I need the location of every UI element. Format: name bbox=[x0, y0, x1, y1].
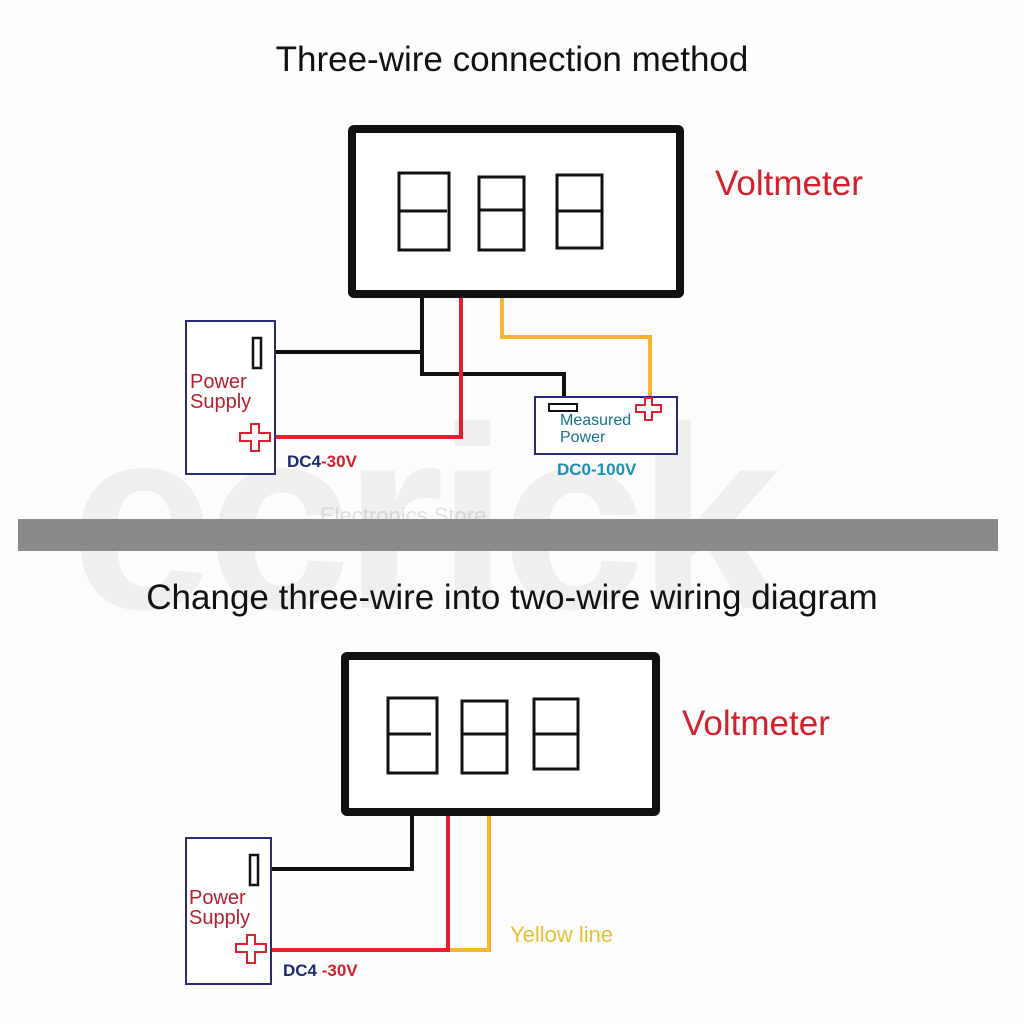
top-measured-minus-icon bbox=[548, 403, 578, 412]
top-measured-plus-icon bbox=[635, 397, 662, 421]
bottom-digit-3 bbox=[532, 697, 580, 771]
top-voltmeter-label: Voltmeter bbox=[715, 164, 863, 203]
bottom-red-wire bbox=[270, 816, 450, 952]
top-digit-1 bbox=[397, 171, 451, 252]
top-supply-range: DC4-30V bbox=[287, 452, 357, 472]
top-measured-line1: Measured bbox=[560, 412, 632, 429]
bottom-black-wire bbox=[270, 816, 414, 871]
top-digit-3 bbox=[555, 173, 604, 250]
top-supply-range-suffix: -30V bbox=[321, 452, 357, 471]
bottom-power-supply-label: Power Supply bbox=[189, 888, 250, 928]
bottom-voltmeter-label: Voltmeter bbox=[682, 704, 830, 743]
top-red-wire bbox=[274, 298, 463, 439]
section-divider bbox=[18, 519, 998, 551]
top-supply-range-prefix: DC4 bbox=[287, 452, 322, 471]
top-power-supply-label: Power Supply bbox=[190, 372, 251, 412]
top-power-supply-line1: Power bbox=[190, 371, 247, 393]
bottom-supply-plus-icon bbox=[235, 934, 267, 964]
bottom-digit-2 bbox=[460, 699, 509, 775]
bottom-supply-range-prefix: DC4 bbox=[283, 961, 318, 980]
bottom-digit-1 bbox=[386, 696, 439, 775]
top-digit-2 bbox=[477, 175, 526, 252]
bottom-supply-range-suffix: -30V bbox=[317, 961, 358, 980]
top-measured-label: Measured Power bbox=[560, 412, 631, 446]
top-black-wire-supply bbox=[274, 298, 424, 354]
bottom-power-supply-line1: Power bbox=[189, 887, 246, 909]
bottom-power-supply-line2: Supply bbox=[189, 907, 251, 929]
top-black-wire-measured bbox=[420, 352, 566, 397]
top-supply-minus-icon bbox=[251, 336, 263, 370]
bottom-supply-range: DC4 -30V bbox=[283, 961, 358, 981]
bottom-supply-minus-icon bbox=[248, 853, 260, 887]
bottom-title: Change three-wire into two-wire wiring d… bbox=[146, 578, 878, 617]
top-measured-line2: Power bbox=[560, 429, 606, 446]
top-power-supply-line2: Supply bbox=[190, 391, 252, 413]
top-measured-range: DC0-100V bbox=[557, 460, 637, 479]
top-title: Three-wire connection method bbox=[275, 40, 749, 79]
top-yellow-wire bbox=[500, 298, 652, 400]
yellow-line-note: Yellow line bbox=[510, 922, 614, 947]
top-supply-plus-icon bbox=[239, 423, 271, 452]
bottom-yellow-wire bbox=[448, 816, 491, 952]
